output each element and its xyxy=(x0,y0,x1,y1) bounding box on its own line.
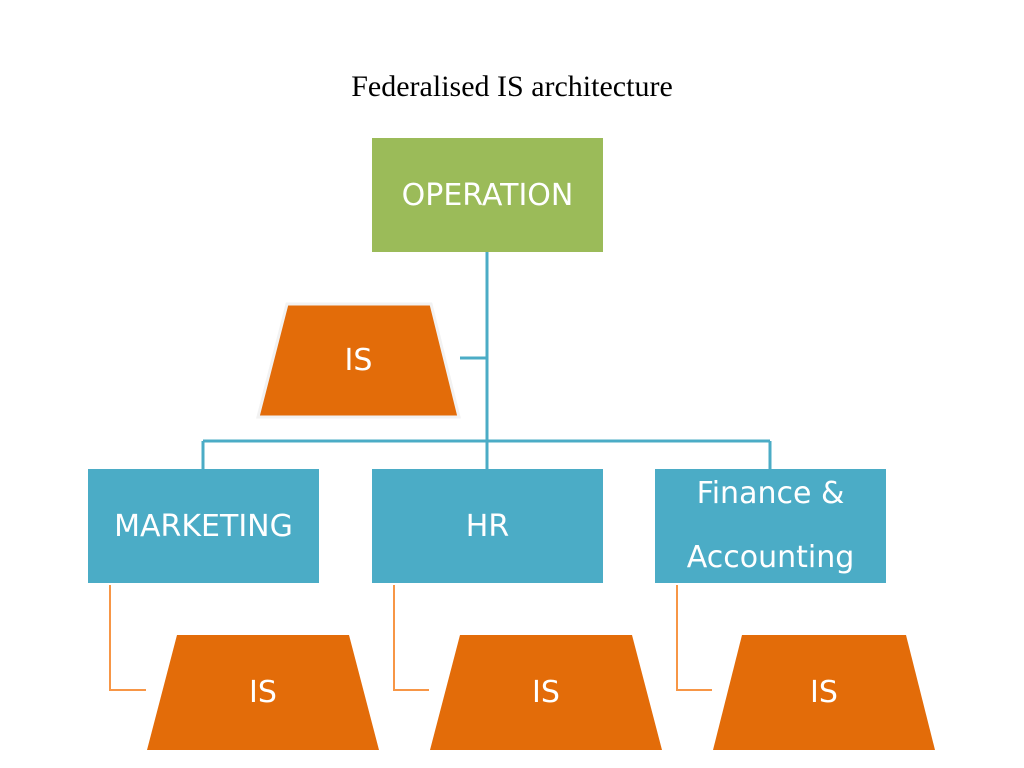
hr-label: HR xyxy=(465,508,510,544)
marketing-is-shape: IS xyxy=(147,635,379,750)
slide-title: Federalised IS architecture xyxy=(351,70,673,103)
root-is-label: IS xyxy=(344,343,373,378)
finance-is-shape: IS xyxy=(713,635,935,750)
hr-is-trapezoid xyxy=(430,635,662,750)
hr-is-connector xyxy=(393,585,429,691)
finance-accounting-box: Finance & Accounting xyxy=(655,469,886,583)
hr-is-shape: IS xyxy=(430,635,662,750)
marketing-label: MARKETING xyxy=(114,508,293,544)
root-is-shape: IS xyxy=(256,302,461,419)
operation-label: OPERATION xyxy=(401,177,574,213)
finance-is-trapezoid xyxy=(713,635,935,750)
hr-box: HR xyxy=(372,469,603,583)
hr-is-label: IS xyxy=(532,675,560,710)
marketing-is-connector xyxy=(109,585,146,691)
marketing-box: MARKETING xyxy=(88,469,319,583)
root-is-trapezoid xyxy=(256,302,461,419)
finance-is-connector xyxy=(676,585,712,691)
finance-label-line2: Accounting xyxy=(686,540,855,575)
operation-box: OPERATION xyxy=(372,138,603,252)
finance-label-line1: Finance & xyxy=(696,476,845,511)
finance-is-label: IS xyxy=(810,675,838,710)
marketing-is-label: IS xyxy=(249,675,277,710)
marketing-is-trapezoid xyxy=(147,635,379,750)
